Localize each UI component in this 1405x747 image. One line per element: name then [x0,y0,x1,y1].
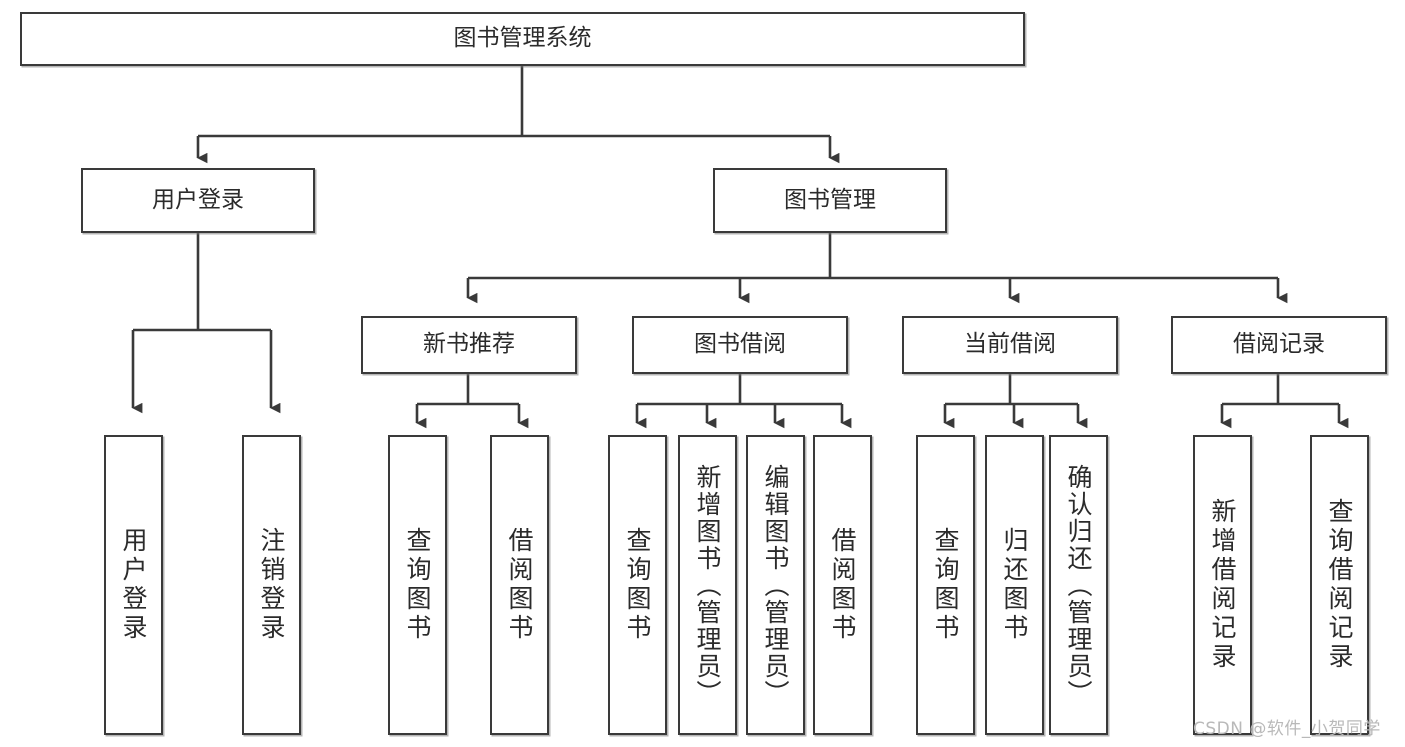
leaf-add-borrow-record[interactable]: 新增借阅记录 [1193,435,1252,735]
leaf-borrow-book[interactable]: 借阅图书 [813,435,872,735]
leaf-confirm-return-admin-label: 确认归还（管理员） [1064,463,1093,707]
leaf-return-book[interactable]: 归还图书 [985,435,1044,735]
node-book-management-label: 图书管理 [784,186,876,213]
leaf-return-book-label: 归还图书 [1000,527,1029,643]
node-current-borrow[interactable]: 当前借阅 [902,316,1118,374]
leaf-query-book-current[interactable]: 查询图书 [916,435,975,735]
node-user-login[interactable]: 用户登录 [81,168,315,233]
leaf-user-login[interactable]: 用户登录 [104,435,163,735]
leaf-borrow-book-new-label: 借阅图书 [505,527,534,643]
leaf-edit-book-admin-label: 编辑图书（管理员） [761,463,790,707]
node-root-label: 图书管理系统 [453,25,592,52]
node-book-borrow[interactable]: 图书借阅 [632,316,848,374]
node-root[interactable]: 图书管理系统 [20,12,1025,66]
leaf-query-book-borrow-label: 查询图书 [623,527,652,643]
leaf-query-borrow-record[interactable]: 查询借阅记录 [1310,435,1369,735]
leaf-add-borrow-record-label: 新增借阅记录 [1208,498,1237,672]
leaf-borrow-book-label: 借阅图书 [828,527,857,643]
node-new-book-recommend-label: 新书推荐 [423,331,515,358]
leaf-user-login-label: 用户登录 [119,527,148,643]
leaf-edit-book-admin[interactable]: 编辑图书（管理员） [746,435,805,735]
node-new-book-recommend[interactable]: 新书推荐 [361,316,577,374]
leaf-logout-label: 注销登录 [257,527,286,643]
node-user-login-label: 用户登录 [152,186,244,213]
node-borrow-record-label: 借阅记录 [1233,331,1325,358]
leaf-query-book-current-label: 查询图书 [931,527,960,643]
node-book-management[interactable]: 图书管理 [713,168,947,233]
leaf-query-borrow-record-label: 查询借阅记录 [1325,498,1354,672]
leaf-query-book-borrow[interactable]: 查询图书 [608,435,667,735]
node-current-borrow-label: 当前借阅 [964,331,1056,358]
leaf-confirm-return-admin[interactable]: 确认归还（管理员） [1049,435,1108,735]
node-borrow-record[interactable]: 借阅记录 [1171,316,1387,374]
leaf-query-book-new[interactable]: 查询图书 [388,435,447,735]
leaf-add-book-admin[interactable]: 新增图书（管理员） [678,435,737,735]
leaf-add-book-admin-label: 新增图书（管理员） [693,463,722,707]
leaf-borrow-book-new[interactable]: 借阅图书 [490,435,549,735]
node-book-borrow-label: 图书借阅 [694,331,786,358]
csdn-watermark: CSDN @软件_小贺同学 [1193,719,1381,739]
leaf-logout[interactable]: 注销登录 [242,435,301,735]
leaf-query-book-new-label: 查询图书 [403,527,432,643]
